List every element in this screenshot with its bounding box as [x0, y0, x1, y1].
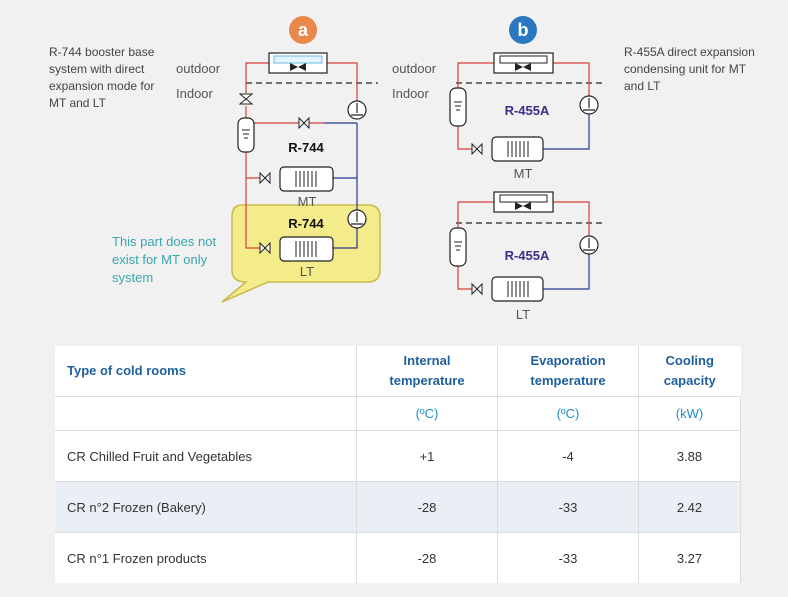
valve-icon	[298, 116, 310, 130]
room-name-cell: CR n°2 Frozen (Bakery)	[55, 481, 357, 533]
compressor-symbol	[351, 103, 363, 116]
pipe-cold-b-lt	[543, 254, 590, 290]
valve-icon	[238, 93, 254, 105]
mt-label-b: MT	[514, 166, 533, 181]
receiver-b-mt	[449, 87, 467, 127]
lt-evaporator-b	[491, 276, 544, 302]
col-header-evaporation: Evaporation temperature	[497, 346, 639, 397]
note-left-line: R-744 booster base	[49, 45, 155, 59]
valve-icon	[471, 142, 483, 156]
badge-b-label: b	[518, 20, 529, 40]
evap-temp-cell: -33	[497, 481, 639, 533]
units-cell: (ºC)	[356, 396, 498, 431]
evaporator-fins	[507, 141, 529, 157]
indoor-label-a: Indoor	[176, 86, 214, 101]
callout-line-1: This part does not	[112, 234, 216, 249]
evap-temp-cell: -4	[497, 430, 639, 482]
outdoor-label-b: outdoor	[392, 61, 437, 76]
compressor-symbol	[583, 98, 595, 111]
col-header-type-text: Type of cold rooms	[67, 363, 186, 378]
pipe-cold-b-mt	[543, 114, 590, 150]
cooling-capacity-cell: 2.42	[638, 481, 741, 533]
evap-temp-cell: -33	[497, 532, 639, 583]
evaporator-fins	[295, 241, 317, 257]
col-header-internal: Internal temperature	[356, 346, 498, 397]
note-right-line: R-455A direct expansion	[624, 45, 755, 59]
evaporator-fins	[507, 281, 529, 297]
condenser-coil	[499, 55, 548, 64]
note-left-line: expansion mode for	[49, 79, 155, 93]
note-right-line: and LT	[624, 79, 661, 93]
internal-temp-cell: +1	[356, 430, 498, 482]
callout-line-3: system	[112, 270, 153, 285]
receiver-a	[237, 117, 255, 153]
pipe-cold-a	[324, 122, 358, 249]
pipe-hot-b-lt	[457, 201, 590, 290]
mt-evaporator-a	[279, 166, 334, 192]
lt-label-b: LT	[516, 307, 530, 322]
table-header-row: Type of cold rooms Internal temperature …	[55, 346, 741, 397]
col-header-text: Internal	[403, 353, 451, 368]
pipe-hot-a	[245, 62, 358, 249]
units-cell: (ºC)	[497, 396, 639, 431]
col-header-text: Evaporation	[530, 353, 606, 368]
pipe-hot-b-mt	[457, 62, 590, 150]
callout-line-2: exist for MT only	[112, 252, 208, 267]
valve-icon	[471, 282, 483, 296]
table-row: CR Chilled Fruit and Vegetables +1 -4 3.…	[55, 430, 741, 482]
col-header-text: temperature	[530, 373, 606, 388]
note-right: R-455A direct expansion condensing unit …	[624, 44, 755, 95]
table-row: CR n°1 Frozen products -28 -33 3.27	[55, 532, 741, 583]
col-header-type: Type of cold rooms	[55, 346, 357, 397]
valve-icon	[259, 241, 271, 255]
mt-label-a: MT	[298, 194, 317, 209]
refrigerant-label-a-lt: R-744	[288, 216, 324, 231]
badge-a-circle	[289, 16, 317, 44]
mt-evaporator-b	[491, 136, 544, 162]
cold-rooms-table: Type of cold rooms Internal temperature …	[55, 346, 741, 583]
note-left-line: system with direct	[49, 62, 145, 76]
lt-evaporator-a	[279, 236, 334, 262]
internal-temp-cell: -28	[356, 532, 498, 583]
internal-temp-cell: -28	[356, 481, 498, 533]
col-header-text: temperature	[389, 373, 465, 388]
room-name-cell: CR n°1 Frozen products	[55, 532, 357, 583]
condenser-coil	[499, 194, 548, 203]
cooling-capacity-cell: 3.88	[638, 430, 741, 482]
refrigeration-diagram: a outdoor Indoor R-744	[112, 16, 606, 322]
table-row: CR n°2 Frozen (Bakery) -28 -33 2.42	[55, 481, 741, 533]
cooling-capacity-cell: 3.27	[638, 532, 741, 583]
refrigerant-label-b-lt: R-455A	[505, 248, 550, 263]
col-header-text: Cooling	[665, 353, 714, 368]
room-name-cell: CR Chilled Fruit and Vegetables	[55, 430, 357, 482]
units-cell-empty	[55, 396, 357, 431]
refrigerant-label-b-mt: R-455A	[505, 103, 550, 118]
note-left: R-744 booster base system with direct ex…	[49, 44, 154, 112]
lt-label-a: LT	[300, 264, 314, 279]
figure-canvas: R-744 booster base system with direct ex…	[6, 6, 782, 591]
col-header-cooling: Cooling capacity	[639, 346, 741, 397]
col-header-text: capacity	[663, 373, 716, 388]
compressor-symbol	[583, 238, 595, 251]
units-cell: (kW)	[638, 396, 741, 431]
indoor-label-b: Indoor	[392, 86, 430, 101]
evaporator-fins	[295, 171, 317, 187]
refrigerant-label-a: R-744	[288, 140, 324, 155]
receiver-b-lt	[449, 227, 467, 267]
note-right-line: condensing unit for MT	[624, 62, 747, 76]
condenser-a-coil	[273, 55, 323, 64]
badge-b-circle	[509, 16, 537, 44]
compressor-symbol	[351, 212, 363, 225]
units-row: (ºC) (ºC) (kW)	[55, 396, 741, 431]
note-left-line: MT and LT	[49, 96, 106, 110]
badge-a-label: a	[298, 20, 309, 40]
valve-icon	[259, 171, 271, 185]
outdoor-label-a: outdoor	[176, 61, 221, 76]
